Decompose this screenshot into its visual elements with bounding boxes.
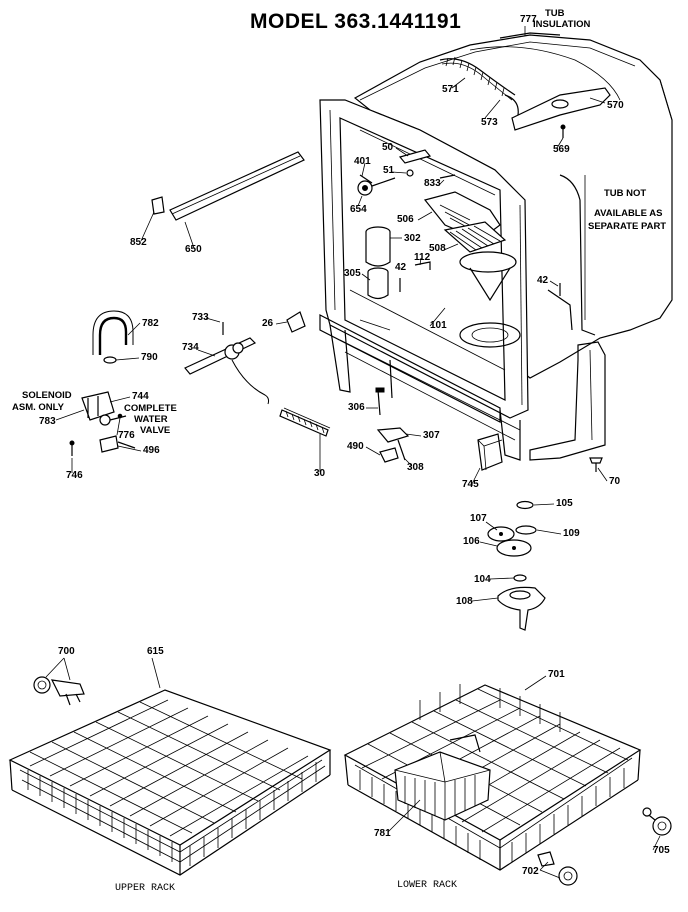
part-label-654: 654 bbox=[350, 204, 367, 215]
basket-hatch bbox=[404, 775, 476, 816]
part-label-702: 702 bbox=[522, 866, 539, 877]
note-solenoid-line1: SOLENOID bbox=[22, 390, 72, 401]
part-label-744: 744 bbox=[132, 391, 149, 402]
lower-rack-label: LOWER RACK bbox=[397, 880, 457, 891]
page-title: MODEL 363.1441191 bbox=[250, 10, 462, 33]
part-label-107: 107 bbox=[470, 513, 487, 524]
note-solenoid: SOLENOID ASM. ONLY bbox=[12, 390, 72, 413]
part-label-852: 852 bbox=[130, 237, 147, 248]
part-label-701: 701 bbox=[548, 669, 565, 680]
part-label-571: 571 bbox=[442, 84, 459, 95]
note-complete-valve-line3: VALVE bbox=[140, 425, 170, 436]
part-label-782: 782 bbox=[142, 318, 159, 329]
note-tub-insulation-line1: TUB bbox=[545, 8, 565, 19]
note-complete-valve: COMPLETE WATER VALVE bbox=[124, 403, 177, 436]
part-label-734: 734 bbox=[182, 342, 199, 353]
part-label-833: 833 bbox=[424, 178, 441, 189]
part-label-109: 109 bbox=[563, 528, 580, 539]
part-labels: 777 571 573 570 569 50 401 51 833 654 506 302 508112… bbox=[39, 14, 670, 877]
tub bbox=[319, 32, 673, 461]
part-label-302: 302 bbox=[404, 233, 421, 244]
element-hatch bbox=[285, 410, 325, 434]
part-label-705: 705 bbox=[653, 845, 670, 856]
grille-hatch bbox=[449, 225, 501, 251]
drain-hose-and-valve bbox=[69, 310, 331, 456]
part-label-700: 700 bbox=[58, 646, 75, 657]
part-label-104: 104 bbox=[474, 574, 491, 585]
note-tub-not-available-line3: SEPARATE PART bbox=[588, 221, 666, 232]
spray-parts bbox=[487, 500, 546, 631]
part-label-733: 733 bbox=[192, 312, 209, 323]
part-label-308: 308 bbox=[407, 462, 424, 473]
part-label-783: 783 bbox=[39, 416, 56, 427]
note-tub-not-available-line1: TUB NOT bbox=[604, 188, 646, 199]
note-tub-not-available: TUB NOT AVAILABLE AS SEPARATE PART bbox=[588, 188, 666, 232]
part-label-30: 30 bbox=[314, 468, 326, 479]
part-label-108: 108 bbox=[456, 596, 473, 607]
part-label-790: 790 bbox=[141, 352, 158, 363]
part-label-70: 70 bbox=[609, 476, 621, 487]
upper-rack-wires bbox=[27, 699, 317, 866]
part-label-51: 51 bbox=[383, 165, 395, 176]
part-label-650: 650 bbox=[185, 244, 202, 255]
gasket-and-clip bbox=[151, 151, 305, 221]
part-label-496: 496 bbox=[143, 445, 160, 456]
part-label-26: 26 bbox=[262, 318, 274, 329]
part-label-777: 777 bbox=[520, 14, 537, 25]
part-label-781: 781 bbox=[374, 828, 391, 839]
leader-lines bbox=[45, 26, 661, 879]
part-label-569: 569 bbox=[553, 144, 570, 155]
note-solenoid-line2: ASM. ONLY bbox=[12, 402, 65, 413]
part-label-307: 307 bbox=[423, 430, 440, 441]
part-label-745: 745 bbox=[462, 479, 479, 490]
part-label-305: 305 bbox=[344, 268, 361, 279]
part-label-570: 570 bbox=[607, 100, 624, 111]
part-label-306: 306 bbox=[348, 402, 365, 413]
upper-rack-label: UPPER RACK bbox=[115, 883, 175, 894]
part-label-106: 106 bbox=[463, 536, 480, 547]
note-tub-not-available-line2: AVAILABLE AS bbox=[594, 208, 662, 219]
part-label-101: 101 bbox=[430, 320, 447, 331]
coil-hatches bbox=[445, 56, 505, 97]
part-label-506: 506 bbox=[397, 214, 414, 225]
part-label-105: 105 bbox=[556, 498, 573, 509]
upper-rack bbox=[8, 676, 332, 876]
part-label-42: 42 bbox=[537, 275, 549, 286]
part-label-573: 573 bbox=[481, 117, 498, 128]
note-complete-valve-line1: COMPLETE bbox=[124, 403, 177, 414]
part-label-776: 776 bbox=[118, 430, 135, 441]
part-label-42: 42 bbox=[395, 262, 407, 273]
part-label-490: 490 bbox=[347, 441, 364, 452]
part-label-746: 746 bbox=[66, 470, 83, 481]
part-label-615: 615 bbox=[147, 646, 164, 657]
interior-parts bbox=[357, 149, 603, 472]
note-tub-insulation-line2: INSULATION bbox=[533, 19, 590, 30]
note-tub-insulation: TUB INSULATION bbox=[533, 8, 590, 30]
part-label-50: 50 bbox=[382, 142, 394, 153]
lower-rack bbox=[343, 684, 672, 886]
part-label-112: 112 bbox=[414, 252, 431, 263]
part-label-508: 508 bbox=[429, 243, 446, 254]
note-complete-valve-line2: WATER bbox=[134, 414, 168, 425]
part-label-401: 401 bbox=[354, 156, 371, 167]
